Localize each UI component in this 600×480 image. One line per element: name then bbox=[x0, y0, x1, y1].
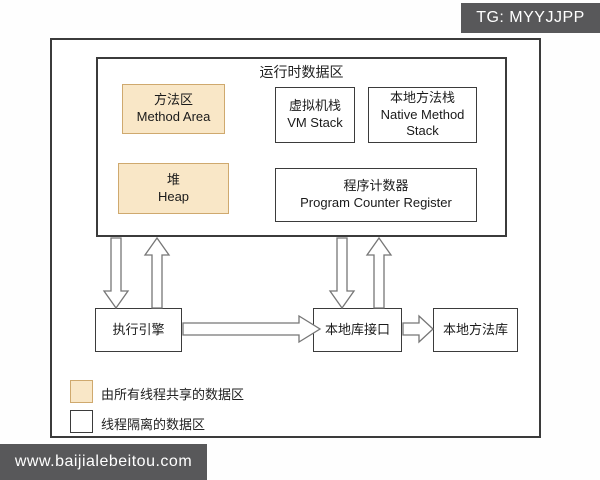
method-area-label-zh: 方法区 bbox=[153, 92, 193, 108]
telegram-watermark-badge: TG: MYYJJPP bbox=[461, 3, 600, 33]
heap-label-en: Heap bbox=[157, 188, 190, 204]
legend-shared-label: 由所有线程共享的数据区 bbox=[101, 387, 245, 402]
legend-isolated-swatch bbox=[70, 410, 93, 433]
native-method-stack-label-en: Native Method Stack bbox=[380, 106, 465, 139]
vm-stack-label-en: VM Stack bbox=[287, 115, 343, 130]
native-method-library-label: 本地方法库 bbox=[442, 321, 508, 337]
native-method-stack-box: 本地方法栈 Native Method Stack bbox=[368, 87, 477, 143]
heap-label-zh: 堆 bbox=[166, 171, 180, 187]
legend-isolated-label: 线程隔离的数据区 bbox=[101, 417, 206, 432]
runtime-data-area-title: 运行时数据区 bbox=[259, 64, 344, 80]
vm-stack-box: 虚拟机栈 VM Stack bbox=[275, 87, 355, 143]
program-counter-box: 程序计数器 Program Counter Register bbox=[275, 168, 477, 222]
execution-engine-label: 执行引擎 bbox=[112, 321, 165, 337]
program-counter-label-zh: 程序计数器 bbox=[343, 178, 409, 194]
method-area-box: 方法区 Method Area bbox=[122, 84, 225, 134]
native-method-stack-label-zh: 本地方法栈 bbox=[389, 89, 455, 105]
execution-engine-box: 执行引擎 bbox=[95, 308, 182, 352]
method-area-label-en: Method Area bbox=[136, 109, 211, 124]
vm-stack-label-zh: 虚拟机栈 bbox=[288, 98, 341, 114]
native-library-interface-box: 本地库接口 bbox=[313, 308, 402, 352]
heap-box: 堆 Heap bbox=[118, 163, 229, 214]
legend-shared-swatch bbox=[70, 380, 93, 403]
website-watermark-badge: www.baijialebeitou.com bbox=[0, 444, 207, 480]
program-counter-label-en: Program Counter Register bbox=[300, 195, 452, 210]
native-method-library-box: 本地方法库 bbox=[433, 308, 518, 352]
native-library-interface-label: 本地库接口 bbox=[324, 321, 390, 337]
